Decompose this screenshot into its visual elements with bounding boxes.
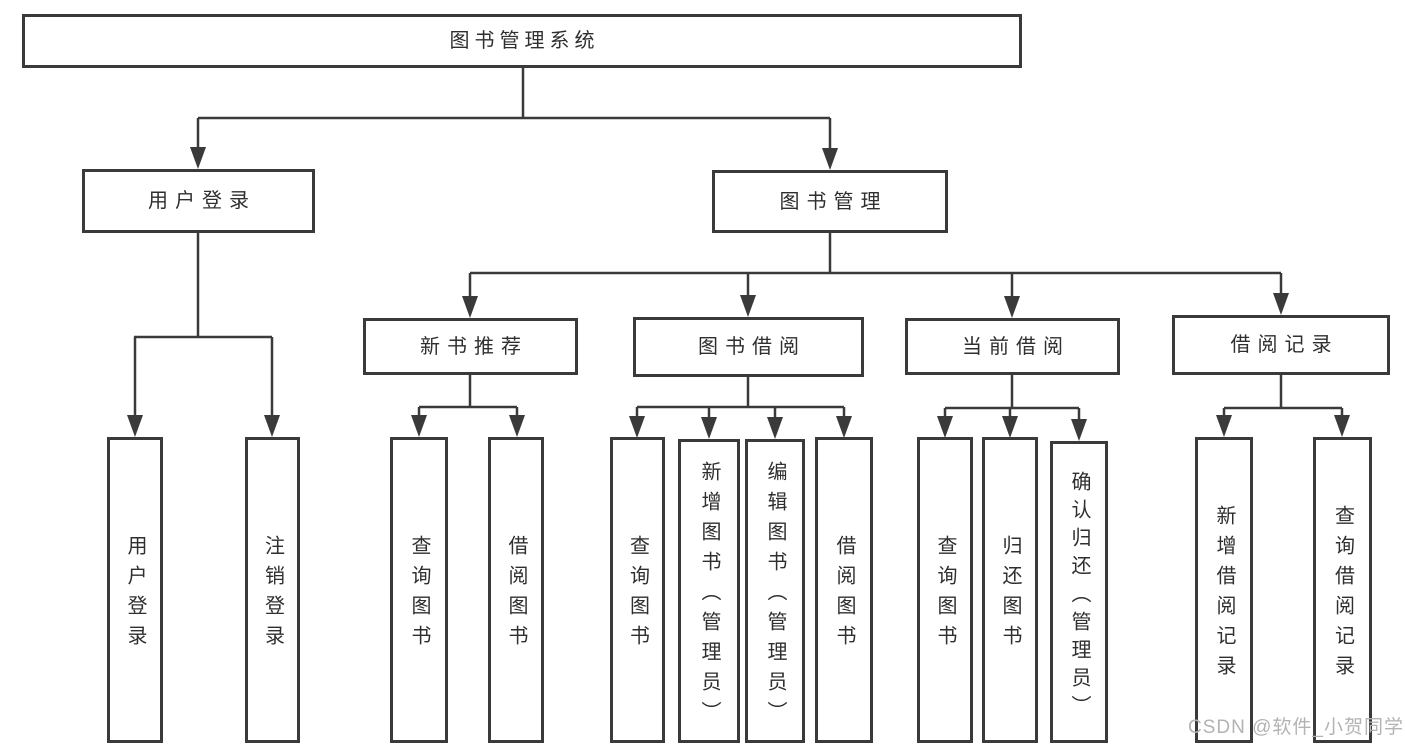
box-v-query-record: 查询借阅记录	[1313, 437, 1372, 743]
node-label-user-login: 用户登录	[148, 190, 256, 212]
box-v-add-record: 新增借阅记录	[1195, 437, 1253, 743]
node-label-new-book-rec: 新书推荐	[420, 335, 528, 358]
node-label-v-confirm-return: 确认归还（管理员）	[1068, 471, 1090, 723]
node-label-current-borrow: 当前借阅	[962, 335, 1070, 358]
node-label-v-return-book: 归还图书	[999, 535, 1021, 655]
node-label-v-edit-book: 编辑图书（管理员）	[764, 461, 786, 731]
csdn-watermark: CSDN @软件_小贺同学	[1188, 717, 1404, 738]
node-label-v-query-book-3: 查询图书	[934, 535, 956, 655]
box-v-query-book-2: 查询图书	[610, 437, 665, 743]
box-book-borrow: 图书借阅	[633, 317, 864, 377]
box-root: 图书管理系统	[22, 14, 1022, 68]
box-v-edit-book: 编辑图书（管理员）	[745, 439, 805, 743]
node-label-v-query-book-2: 查询图书	[626, 535, 649, 655]
node-label-borrow-records: 借阅记录	[1230, 334, 1339, 356]
box-v-logout: 注销登录	[245, 437, 300, 743]
node-label-v-add-record: 新增借阅记录	[1213, 505, 1235, 685]
box-v-return-book: 归还图书	[982, 437, 1038, 743]
box-book-mgmt: 图书管理	[712, 170, 948, 233]
box-user-login: 用户登录	[82, 169, 315, 233]
box-v-borrow-book-2: 借阅图书	[815, 437, 873, 743]
box-borrow-records: 借阅记录	[1172, 315, 1390, 375]
node-label-book-borrow: 图书借阅	[698, 336, 806, 358]
box-new-book-rec: 新书推荐	[363, 318, 578, 375]
box-current-borrow: 当前借阅	[905, 318, 1120, 375]
box-v-borrow-book-1: 借阅图书	[488, 437, 544, 743]
node-label-root: 图书管理系统	[449, 30, 600, 52]
box-v-query-book-1: 查询图书	[390, 437, 448, 743]
box-v-query-book-3: 查询图书	[917, 437, 973, 743]
node-label-v-borrow-book-1: 借阅图书	[505, 535, 527, 655]
box-v-add-book: 新增图书（管理员）	[678, 439, 740, 743]
node-label-v-query-book-1: 查询图书	[408, 535, 430, 655]
box-v-user-login: 用户登录	[107, 437, 163, 743]
node-label-v-user-login: 用户登录	[124, 535, 146, 655]
node-label-book-mgmt: 图书管理	[779, 190, 888, 213]
node-label-v-borrow-book-2: 借阅图书	[833, 535, 855, 655]
node-label-v-logout: 注销登录	[261, 535, 284, 655]
box-v-confirm-return: 确认归还（管理员）	[1050, 441, 1108, 743]
node-label-v-add-book: 新增图书（管理员）	[698, 461, 720, 731]
node-label-v-query-record: 查询借阅记录	[1331, 505, 1354, 685]
